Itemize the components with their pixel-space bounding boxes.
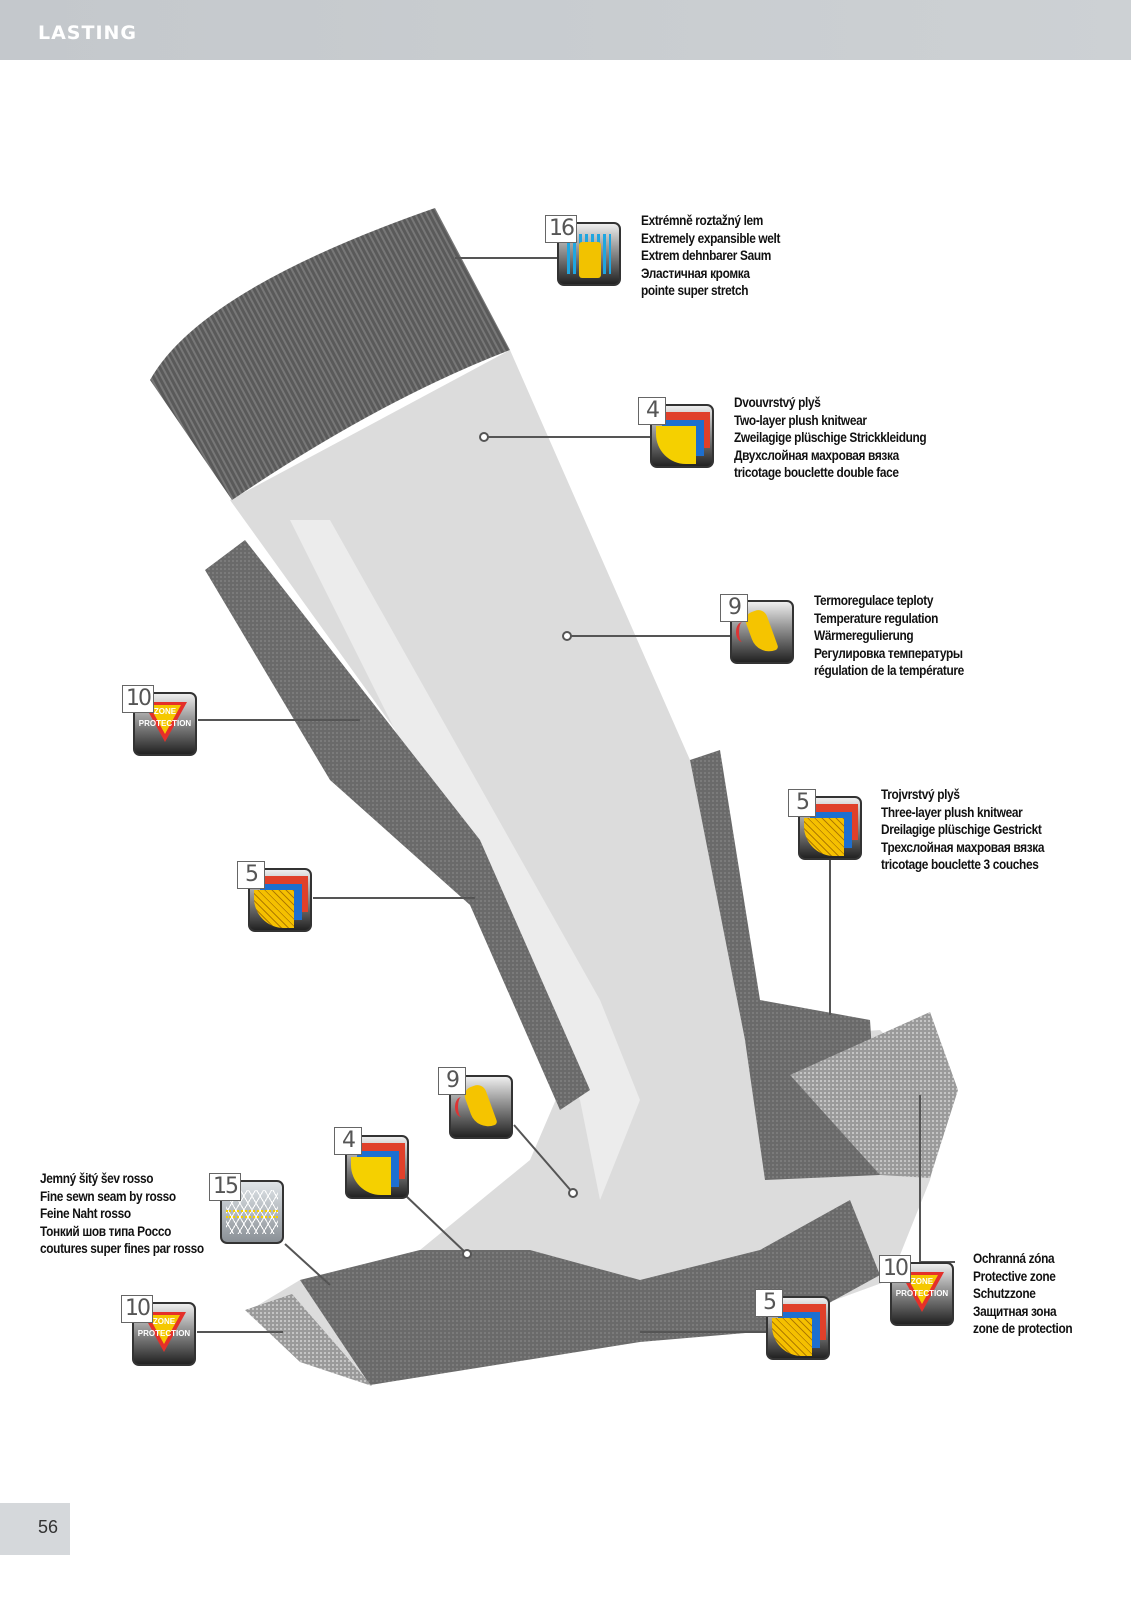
desc-ru: Эластичная кромка xyxy=(641,265,750,281)
desc-cs: Jemný šitý šev rosso xyxy=(40,1171,154,1186)
zone-label: ZONE xyxy=(152,1317,176,1326)
two-layer-plush-icon xyxy=(345,1135,409,1199)
feature-number: 5 xyxy=(788,789,816,817)
desc-cs: Dvouvrstvý plyš xyxy=(734,395,821,410)
expansible-welt-icon xyxy=(557,222,621,286)
sole-panel xyxy=(300,1200,880,1385)
desc-en: Fine sewn seam by rosso xyxy=(40,1188,176,1204)
desc-fr: tricotage bouclette 3 couches xyxy=(881,857,1039,873)
desc-ru: Защитная зона xyxy=(973,1303,1057,1319)
two-layer-description: Dvouvrstvý plyš Two-layer plush knitwear… xyxy=(734,394,953,482)
desc-cs: Termoregulace teploty xyxy=(814,593,934,608)
protection-label: PROTECTION xyxy=(137,1329,191,1338)
zone-label: ZONE xyxy=(153,707,177,716)
desc-en: Three-layer plush knitwear xyxy=(881,804,1023,820)
heel-patch xyxy=(790,1012,958,1178)
feature-number: 10 xyxy=(122,685,154,713)
temperature-regulation-icon xyxy=(730,600,794,664)
desc-en: Extremely expansible welt xyxy=(641,230,781,246)
page-number: 56 xyxy=(38,1517,59,1537)
feature-number: 4 xyxy=(334,1127,362,1155)
desc-ru: Регулировка температуры xyxy=(814,645,963,661)
desc-fr: tricotage bouclette double face xyxy=(734,465,899,481)
desc-fr: pointe super stretch xyxy=(641,283,749,299)
desc-en: Temperature regulation xyxy=(814,610,939,626)
zone-label: ZONE xyxy=(910,1277,934,1286)
feature-number: 10 xyxy=(121,1295,153,1323)
cuff xyxy=(150,208,510,500)
feature-number: 5 xyxy=(755,1289,783,1317)
desc-cs: Extrémně roztažný lem xyxy=(641,213,764,228)
welt-description: Extrémně roztažný lem Extremely expansib… xyxy=(641,212,799,300)
front-panel xyxy=(205,540,590,1110)
zone-description: Ochranná zóna Protective zone Schutzzone… xyxy=(973,1250,1086,1338)
feature-number: 5 xyxy=(237,861,265,889)
three-layer-plush-icon xyxy=(248,868,312,932)
three-layer-description: Trojvrstvý plyš Three-layer plush knitwe… xyxy=(881,786,1066,874)
three-layer-plush-icon xyxy=(798,796,862,860)
header-bar: LASTING xyxy=(0,0,1131,60)
desc-fr: coutures super fines par rosso xyxy=(40,1241,204,1257)
feature-number: 16 xyxy=(545,215,577,243)
thermo-description: Termoregulace teploty Temperature regula… xyxy=(814,592,984,680)
desc-de: Dreilagige plüschige Gestrickt xyxy=(881,822,1042,838)
feature-number: 9 xyxy=(438,1067,466,1095)
toe-patch xyxy=(245,1294,372,1386)
zone-protection-icon: ZONE PROTECTION xyxy=(132,1302,196,1366)
desc-de: Schutzzone xyxy=(973,1286,1036,1302)
desc-ru: Трехслойная махровая вязка xyxy=(881,839,1045,855)
desc-de: Wärmeregulierung xyxy=(814,628,914,644)
desc-ru: Тонкий шов типа Pocco xyxy=(40,1223,172,1239)
page-number-box: 56 xyxy=(0,1503,70,1555)
desc-fr: zone de protection xyxy=(973,1321,1073,1337)
desc-ru: Двухслойная махровая вязка xyxy=(734,447,899,463)
fine-seam-icon xyxy=(220,1180,284,1244)
three-layer-plush-icon xyxy=(766,1296,830,1360)
feature-number: 9 xyxy=(720,594,748,622)
brand-logo: LASTING xyxy=(38,22,138,44)
zone-protection-icon: ZONE PROTECTION xyxy=(890,1262,954,1326)
desc-en: Protective zone xyxy=(973,1268,1056,1284)
feature-number: 10 xyxy=(879,1255,911,1283)
protection-label: PROTECTION xyxy=(138,719,192,728)
desc-en: Two-layer plush knitwear xyxy=(734,412,867,428)
feature-number: 15 xyxy=(209,1173,241,1201)
zone-protection-icon: ZONE PROTECTION xyxy=(133,692,197,756)
callout-lines xyxy=(197,257,955,1333)
desc-fr: régulation de la température xyxy=(814,663,964,679)
feature-number: 4 xyxy=(638,397,666,425)
desc-cs: Ochranná zóna xyxy=(973,1251,1055,1266)
seam-description: Jemný šitý šev rosso Fine sewn seam by r… xyxy=(40,1170,226,1258)
desc-cs: Trojvrstvý plyš xyxy=(881,787,960,802)
protection-label: PROTECTION xyxy=(895,1289,949,1298)
desc-de: Extrem dehnbarer Saum xyxy=(641,248,771,264)
desc-de: Feine Naht rosso xyxy=(40,1206,131,1222)
desc-de: Zweilagige plüschige Strickkleidung xyxy=(734,430,927,446)
